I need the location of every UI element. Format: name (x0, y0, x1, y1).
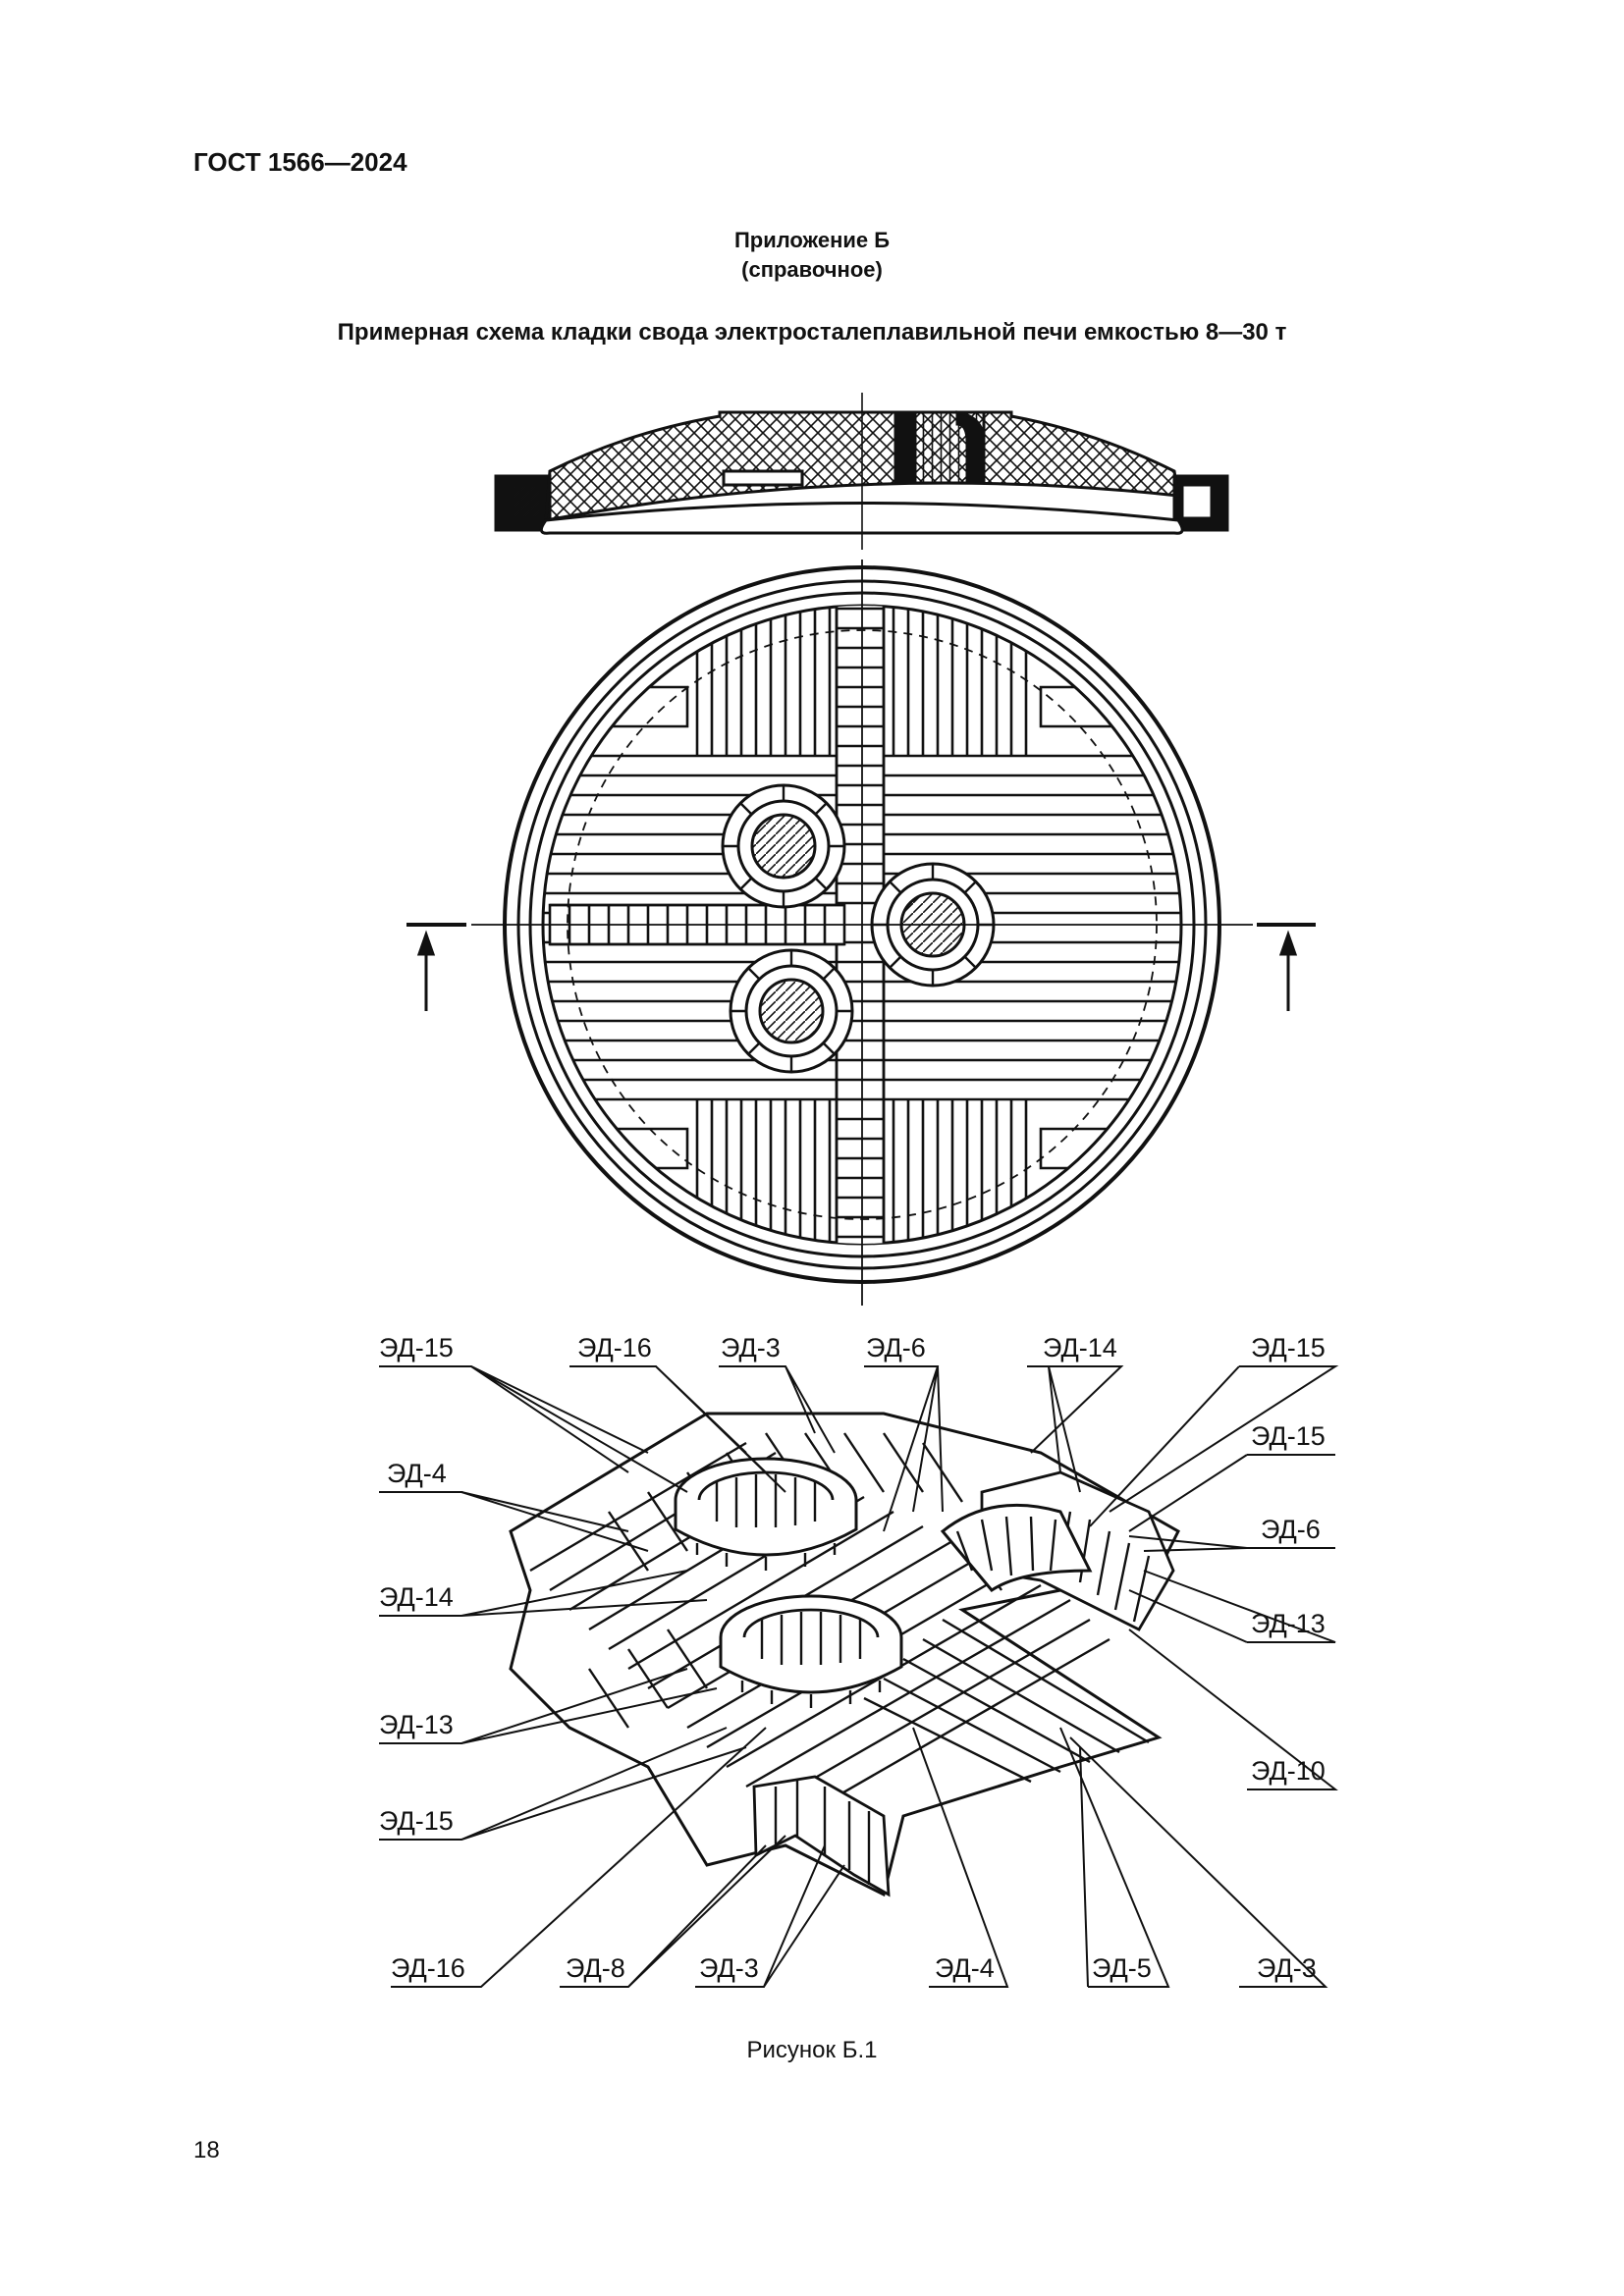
section-black-insert-right (955, 410, 986, 485)
callout-label: ЭД-3 (1257, 1953, 1317, 1983)
plan-bricks-top-vertical (695, 606, 1028, 756)
annex-kind: (справочное) (741, 257, 883, 282)
plan-axes (471, 560, 1253, 1306)
document-code: ГОСТ 1566—2024 (193, 147, 407, 177)
callout-label: ЭД-10 (1251, 1756, 1326, 1786)
callout-label: ЭД-15 (379, 1806, 454, 1836)
callout-label: ЭД-3 (699, 1953, 759, 1983)
electrode-hole-1 (721, 783, 846, 909)
axon-callout-labels: ЭД-15 ЭД-16 ЭД-3 ЭД-6 ЭД-14 ЭД-15 ЭД-4 Э… (379, 1333, 1326, 1983)
axon-ring-right (940, 1503, 1093, 1592)
page-number: 18 (193, 2137, 220, 2163)
callout-label: ЭД-6 (866, 1333, 926, 1362)
axon-masonry-outline (509, 1412, 1180, 1897)
axon-ring-center (719, 1594, 903, 1708)
section-ring-right-insert (1180, 483, 1214, 520)
callout-label: ЭД-15 (1251, 1421, 1326, 1451)
callout-label: ЭД-4 (387, 1459, 447, 1488)
roof-plan-view (406, 560, 1316, 1306)
roof-axonometric-view: ЭД-15 ЭД-16 ЭД-3 ЭД-6 ЭД-14 ЭД-15 ЭД-4 Э… (379, 1333, 1339, 1988)
callout-label: ЭД-5 (1092, 1953, 1152, 1983)
annex-title: Приложение Б (733, 228, 891, 252)
plan-bricks-right-horizontal (872, 754, 1181, 1101)
callout-label: ЭД-3 (721, 1333, 781, 1362)
figure-title: Примерная схема кладки свода электростал… (337, 319, 1287, 346)
roof-section-view (494, 393, 1229, 550)
section-mark-right (1257, 923, 1316, 1011)
callout-label: ЭД-4 (935, 1953, 995, 1983)
callout-label: ЭД-15 (1251, 1333, 1326, 1362)
figure-caption: Рисунок Б.1 (746, 2037, 878, 2063)
callout-label: ЭД-13 (379, 1710, 454, 1739)
callout-label: ЭД-8 (566, 1953, 625, 1983)
callout-label: ЭД-14 (1043, 1333, 1117, 1362)
plan-bricks-bottom-vertical (695, 1099, 1028, 1244)
callout-label: ЭД-15 (379, 1333, 454, 1362)
section-ring-left-insert (511, 483, 544, 520)
axon-ring-top-left (674, 1457, 858, 1571)
section-notch (722, 469, 804, 487)
callout-label: ЭД-16 (577, 1333, 652, 1362)
callout-label: ЭД-14 (379, 1582, 454, 1612)
callout-label: ЭД-13 (1251, 1609, 1326, 1638)
section-black-insert-left (893, 410, 917, 485)
plan-bricks-left-horizontal (543, 754, 854, 1101)
callout-label: ЭД-16 (391, 1953, 465, 1983)
electrode-hole-3 (729, 948, 854, 1074)
callout-label: ЭД-6 (1261, 1515, 1321, 1544)
axon-callout-lines (379, 1365, 1339, 1988)
section-mark-left (406, 923, 466, 1011)
axon-wing-bottom-left (752, 1775, 891, 1897)
